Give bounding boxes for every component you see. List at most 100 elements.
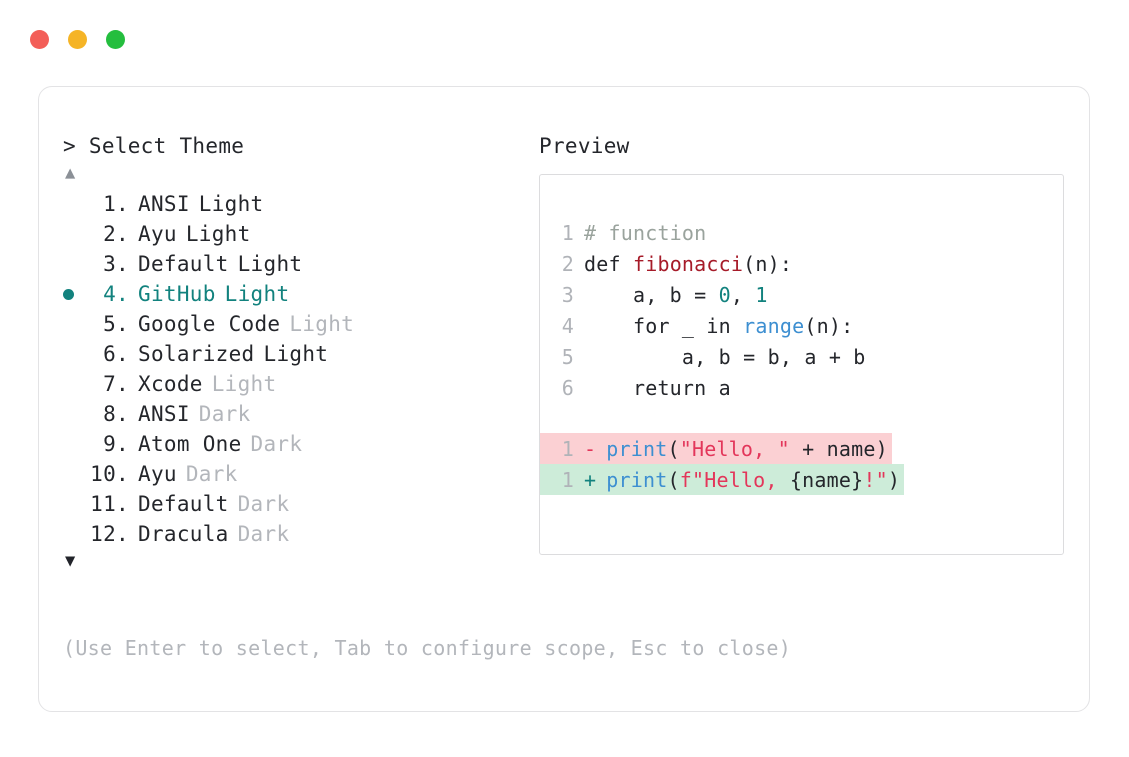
selection-bullet-cell bbox=[63, 288, 87, 300]
code-token: for _ in bbox=[584, 313, 744, 338]
footer-hint: (Use Enter to select, Tab to configure s… bbox=[63, 636, 792, 660]
code-line: 5 a, b = b, a + b bbox=[540, 341, 1063, 372]
code-token: fibonacci bbox=[632, 251, 744, 276]
theme-item-variant: Light bbox=[263, 342, 329, 366]
line-number: 1 bbox=[561, 436, 574, 461]
code-line: 4 for _ in range(n): bbox=[540, 310, 1063, 341]
diff-sign: - bbox=[584, 436, 597, 461]
code-token: !" bbox=[863, 467, 888, 492]
line-number: 1 bbox=[561, 467, 574, 492]
theme-item-name: Solarized bbox=[138, 342, 255, 366]
scroll-down-icon[interactable]: ▼ bbox=[65, 551, 76, 571]
code-token: (n): bbox=[804, 313, 854, 338]
scroll-up-icon[interactable]: ▲ bbox=[65, 163, 76, 183]
code-text: print(f"Hello, {name}!") bbox=[606, 468, 900, 492]
line-number: 1 bbox=[561, 220, 574, 245]
line-number: 6 bbox=[561, 375, 574, 400]
code-text: a, b = b, a + b bbox=[574, 345, 866, 369]
theme-list-item[interactable]: 6. Solarized Light bbox=[63, 339, 523, 369]
code-spacer bbox=[540, 403, 1063, 433]
theme-item-name: Google Code bbox=[138, 312, 281, 336]
theme-item-number: 12. bbox=[90, 522, 129, 546]
code-text: a, b = 0, 1 bbox=[574, 283, 768, 307]
code-token: print bbox=[606, 467, 668, 492]
code-line: 6 return a bbox=[540, 372, 1063, 403]
theme-item-name: GitHub bbox=[138, 282, 216, 306]
theme-list-item[interactable]: 8. ANSI Dark bbox=[63, 399, 523, 429]
theme-item-variant: Light bbox=[185, 222, 251, 246]
line-number: 2 bbox=[561, 251, 574, 276]
theme-item-name: Ayu bbox=[138, 222, 177, 246]
code-token: return a bbox=[584, 375, 731, 400]
maximize-icon[interactable] bbox=[106, 30, 125, 49]
diff-sign: + bbox=[584, 467, 597, 492]
theme-item-variant: Light bbox=[211, 372, 277, 396]
theme-item-variant: Dark bbox=[237, 522, 290, 546]
code-token: 0 bbox=[718, 282, 731, 307]
theme-item-number: 9. bbox=[103, 432, 129, 456]
theme-item-variant: Light bbox=[289, 312, 355, 336]
theme-list-item[interactable]: 5. Google Code Light bbox=[63, 309, 523, 339]
window-traffic-lights bbox=[30, 30, 125, 49]
theme-item-number: 3. bbox=[103, 252, 129, 276]
code-token: "Hello, " bbox=[679, 436, 790, 461]
theme-item-variant: Dark bbox=[185, 462, 238, 486]
theme-item-name: Default bbox=[138, 492, 229, 516]
code-token: , bbox=[730, 282, 756, 307]
code-text: return a bbox=[574, 376, 731, 400]
code-text: print("Hello, " + name) bbox=[606, 437, 888, 461]
diff-line-added: 1 + print(f"Hello, {name}!") bbox=[540, 464, 905, 495]
theme-item-name: Xcode bbox=[138, 372, 203, 396]
theme-item-number: 6. bbox=[103, 342, 129, 366]
code-text: # function bbox=[574, 221, 706, 245]
theme-item-number: 11. bbox=[90, 492, 129, 516]
code-token: print bbox=[606, 436, 668, 461]
theme-item-name: ANSI bbox=[138, 192, 190, 216]
theme-item-variant: Light bbox=[237, 252, 303, 276]
theme-item-variant: Light bbox=[198, 192, 264, 216]
theme-item-name: ANSI bbox=[138, 402, 190, 426]
code-text: def fibonacci(n): bbox=[574, 252, 792, 276]
code-token: a, b = b, a + b bbox=[584, 344, 866, 369]
close-icon[interactable] bbox=[30, 30, 49, 49]
code-token: ) bbox=[887, 467, 901, 492]
theme-item-name: Dracula bbox=[138, 522, 229, 546]
selected-bullet-icon bbox=[63, 288, 74, 300]
line-number: 3 bbox=[561, 282, 574, 307]
theme-item-number: 1. bbox=[103, 192, 129, 216]
theme-item-variant: Light bbox=[224, 282, 290, 306]
minimize-icon[interactable] bbox=[68, 30, 87, 49]
theme-item-number: 5. bbox=[103, 312, 129, 336]
theme-list-item[interactable]: 4. GitHub Light bbox=[63, 279, 523, 309]
theme-item-number: 8. bbox=[103, 402, 129, 426]
theme-item-variant: Dark bbox=[237, 492, 290, 516]
theme-item-number: 10. bbox=[90, 462, 129, 486]
code-token: f"Hello, bbox=[679, 467, 790, 492]
line-number: 4 bbox=[561, 313, 574, 338]
code-token: + name) bbox=[789, 436, 888, 461]
theme-item-name: Default bbox=[138, 252, 229, 276]
code-token: {name} bbox=[789, 467, 864, 492]
theme-list-item[interactable]: 3. Default Light bbox=[63, 249, 523, 279]
theme-item-number: 2. bbox=[103, 222, 129, 246]
theme-list-item[interactable]: 2. Ayu Light bbox=[63, 219, 523, 249]
theme-list-item[interactable]: 11. Default Dark bbox=[63, 489, 523, 519]
theme-list-item[interactable]: 1. ANSI Light bbox=[63, 189, 523, 219]
code-token: range bbox=[743, 313, 805, 338]
theme-item-variant: Dark bbox=[198, 402, 251, 426]
theme-item-number: 4. bbox=[103, 282, 129, 306]
code-line: 1# function bbox=[540, 217, 1063, 248]
code-token: 1 bbox=[755, 282, 768, 307]
code-token: ( bbox=[667, 467, 680, 492]
theme-item-name: Atom One bbox=[138, 432, 242, 456]
theme-list-item[interactable]: 12. Dracula Dark bbox=[63, 519, 523, 549]
code-token: a, b = bbox=[584, 282, 719, 307]
